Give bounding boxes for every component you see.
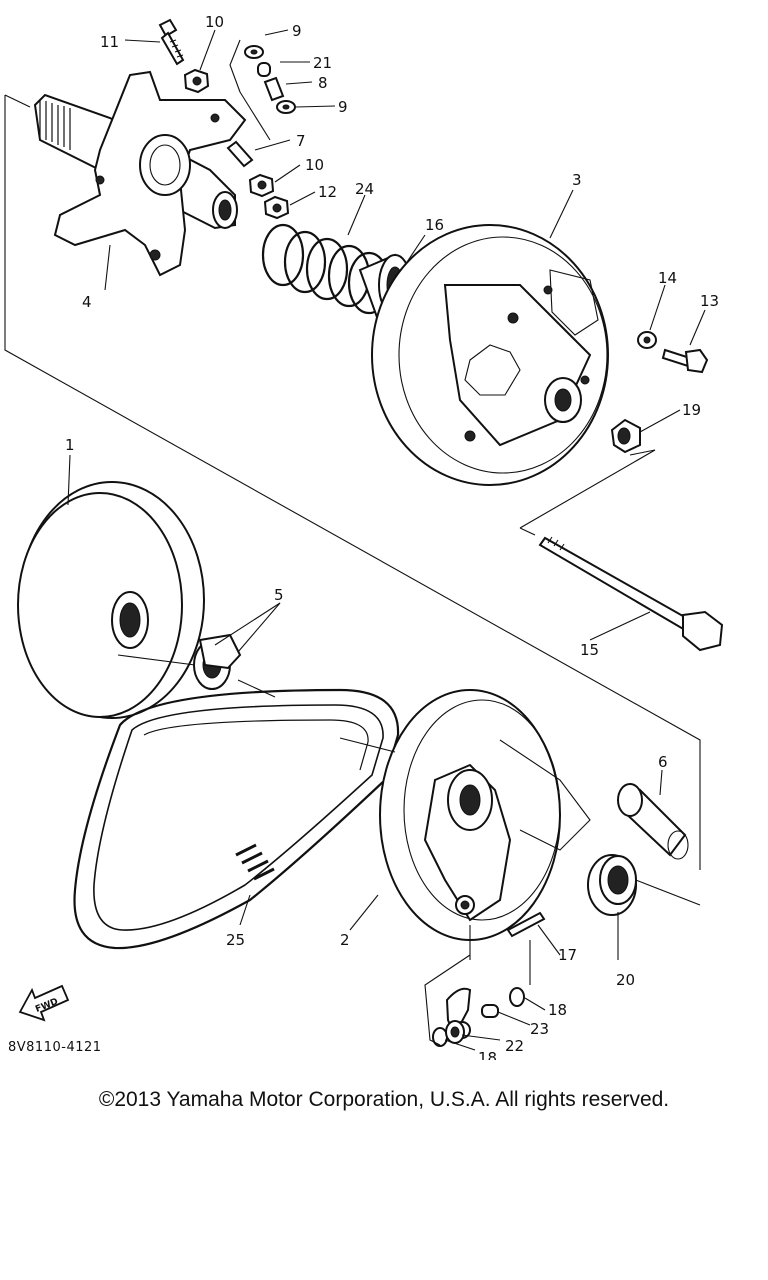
callout-19: 19	[682, 401, 701, 419]
callout-5: 5	[274, 586, 284, 604]
part-21-roller	[257, 62, 271, 77]
copyright-notice: ©2013 Yamaha Motor Corporation, U.S.A. A…	[98, 1088, 670, 1111]
callout-1: 1	[65, 436, 75, 454]
part-10-nut-top	[183, 68, 210, 94]
callout-2: 2	[340, 931, 350, 949]
callout-18-right: 18	[548, 1001, 567, 1019]
callouts: 11 10 9 21 8 9 7 10 12 24 16 3 4 14 13 1…	[65, 13, 719, 1060]
callout-20: 20	[616, 971, 635, 989]
callout-24: 24	[355, 180, 374, 198]
callout-4: 4	[82, 293, 92, 311]
part-4-spider-hub	[33, 70, 247, 277]
part-9-washer-top	[244, 45, 264, 59]
callout-15: 15	[580, 641, 599, 659]
callout-9-bottom: 9	[338, 98, 348, 116]
callout-9-top: 9	[292, 22, 302, 40]
callout-6: 6	[658, 753, 668, 771]
callout-18-left: 18	[478, 1049, 497, 1060]
callout-10-top: 10	[205, 13, 224, 31]
part-20-seal	[587, 854, 637, 916]
part-9-washer-bottom	[276, 100, 296, 114]
part-17-pin	[506, 911, 546, 938]
callout-11: 11	[100, 33, 119, 51]
part-19-cap	[610, 418, 641, 454]
callout-3: 3	[572, 171, 582, 189]
part-13-bolt	[661, 348, 709, 374]
part-7-weight-pin	[226, 140, 254, 168]
part-8-pin	[263, 76, 285, 102]
callout-7: 7	[296, 132, 306, 150]
callout-17: 17	[558, 946, 577, 964]
part-5-bushings	[193, 633, 242, 690]
part-18-washer-right	[509, 987, 525, 1007]
part-23-roller	[481, 1004, 499, 1018]
part-2-fixed-sheave	[379, 689, 591, 941]
part-10-nut-lower	[248, 173, 275, 198]
part-25-belt	[73, 688, 400, 950]
fwd-arrow-icon: FWD	[18, 984, 70, 1022]
callout-14: 14	[658, 269, 677, 287]
part-22-collar	[445, 1020, 465, 1044]
part-12-nut	[263, 195, 290, 220]
part-14-washer	[637, 331, 657, 349]
part-6-sleeve	[617, 783, 689, 860]
exploded-parts-diagram: 11 10 9 21 8 9 7 10 12 24 16 3 4 14 13 1…	[4, 13, 724, 1060]
drawing-code: 8V8110-4121	[8, 1040, 102, 1055]
callout-12: 12	[318, 183, 337, 201]
bracket-7-9	[229, 39, 271, 141]
callout-8: 8	[318, 74, 328, 92]
callout-25: 25	[226, 931, 245, 949]
part-11-bolt	[158, 18, 185, 66]
callout-21: 21	[313, 54, 332, 72]
callout-13: 13	[700, 292, 719, 310]
callout-22: 22	[505, 1037, 524, 1055]
part-1-sliding-sheave	[17, 481, 205, 719]
part-3-cover	[371, 224, 609, 486]
bracket-lower	[424, 925, 531, 1046]
callout-23: 23	[530, 1020, 549, 1038]
callout-10-lower: 10	[305, 156, 324, 174]
part-18-washer-left	[432, 1027, 448, 1047]
part-15-long-bolt	[538, 536, 724, 652]
leader-lines	[67, 29, 706, 1051]
callout-16: 16	[425, 216, 444, 234]
